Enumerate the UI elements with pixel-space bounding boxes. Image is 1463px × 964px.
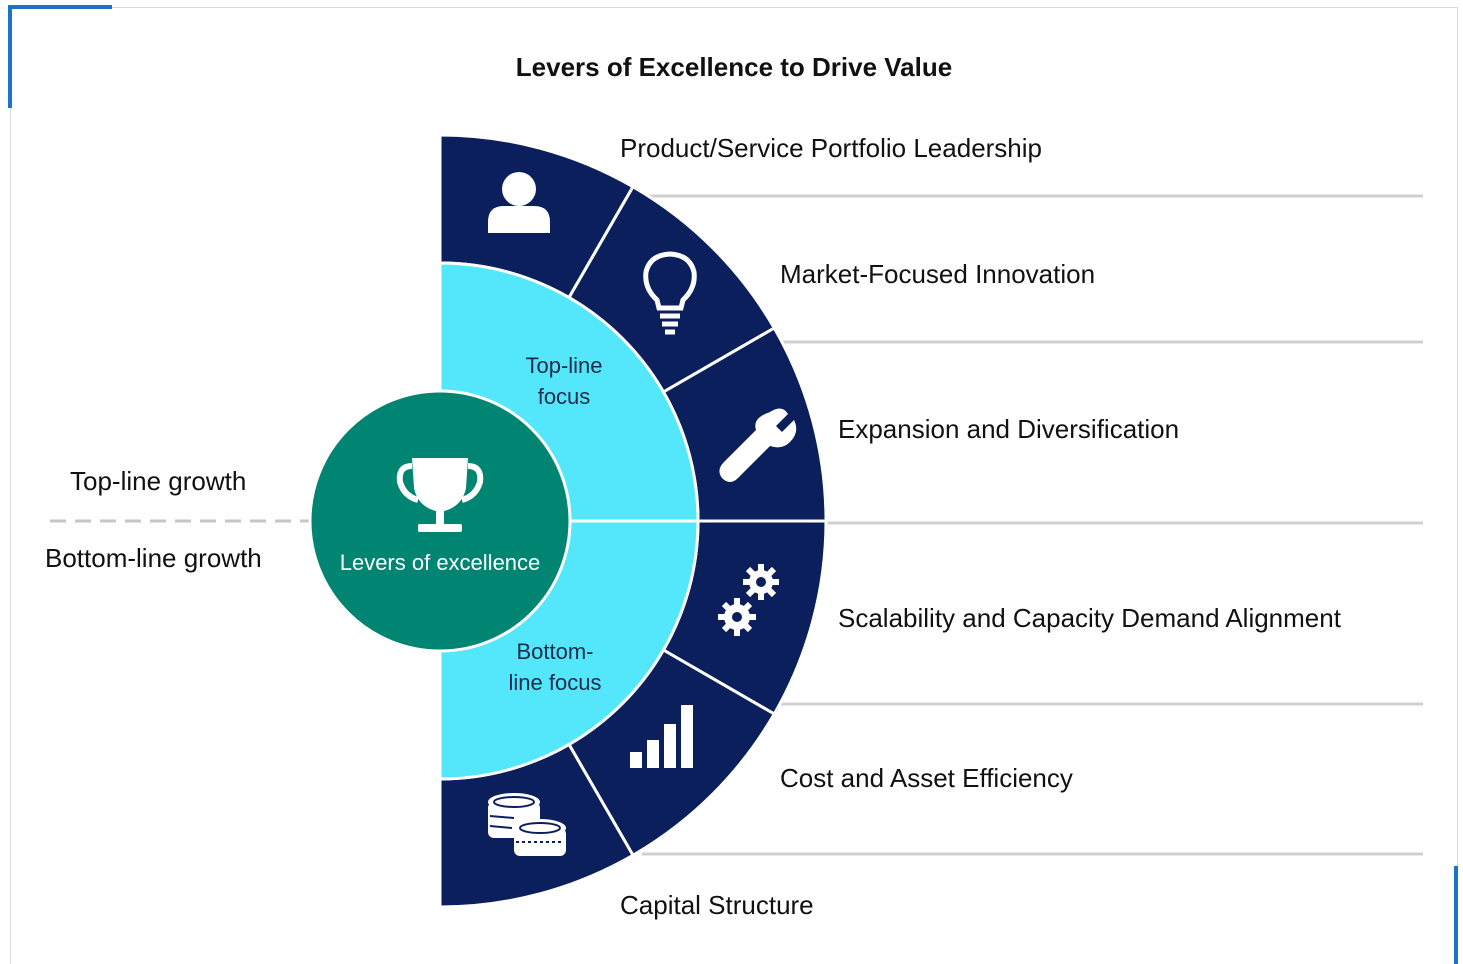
person-icon <box>488 172 550 233</box>
bottom-line-focus-line-1: Bottom- <box>516 639 594 664</box>
diagram-title: Levers of Excellence to Drive Value <box>515 52 953 82</box>
lightbulb-icon <box>643 251 697 335</box>
lever-label-2: Market-Focused Innovation <box>780 259 1096 289</box>
lever-label-6: Capital Structure <box>620 890 814 920</box>
trophy-icon <box>396 458 484 532</box>
lever-label-4: Scalability and Capacity Demand Alignmen… <box>838 603 1341 633</box>
wrench-icon <box>719 408 797 482</box>
lever-label-1: Product/Service Portfolio Leadership <box>620 133 1043 163</box>
lever-separator-lines <box>640 194 1423 856</box>
gears-icon <box>718 564 779 636</box>
top-line-growth-label: Top-line growth <box>70 466 247 496</box>
lever-label-3: Expansion and Diversification <box>838 414 1180 444</box>
bottom-line-focus-line-2: line focus <box>508 670 602 695</box>
bar-chart-icon <box>630 705 693 768</box>
bottom-line-growth-label: Bottom-line growth <box>45 543 262 573</box>
outer-lever-ring <box>438 133 828 909</box>
top-line-focus-line-2: focus <box>537 384 591 409</box>
corner-accent-bottom-right <box>1454 866 1458 964</box>
center-label: Levers of excellence <box>339 550 541 575</box>
top-line-focus-label: Top-line focus <box>494 350 634 412</box>
corner-accent-top-left <box>8 5 112 9</box>
coins-icon <box>488 793 566 856</box>
lever-label-5: Cost and Asset Efficiency <box>780 763 1073 793</box>
diagram-frame <box>10 7 1458 964</box>
corner-accent-top-left-vertical <box>8 5 12 108</box>
bottom-line-focus-label: Bottom- line focus <box>485 636 625 698</box>
top-line-focus-line-1: Top-line <box>525 353 603 378</box>
